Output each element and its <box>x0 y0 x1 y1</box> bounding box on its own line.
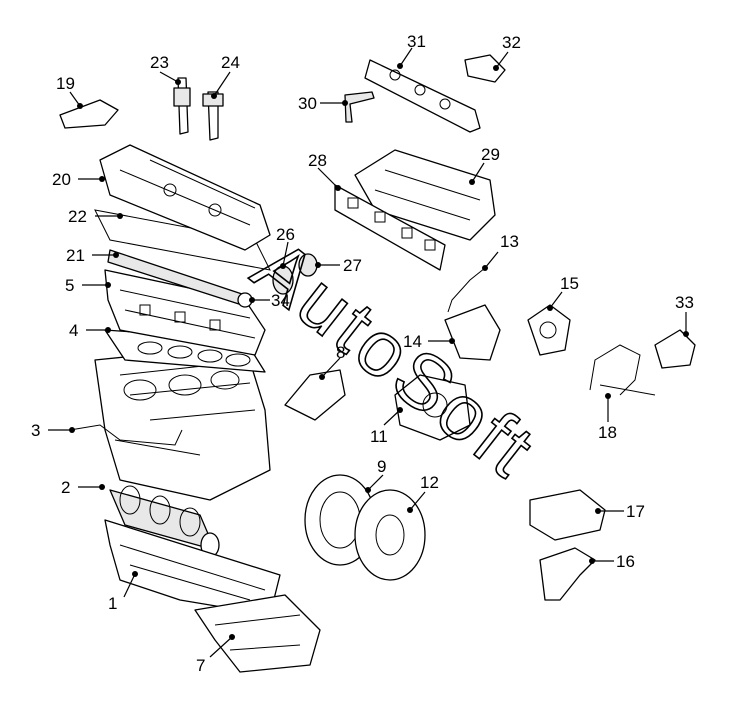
callout-label: 19 <box>56 74 75 93</box>
callout-label: 16 <box>616 552 635 571</box>
callout-label: 8 <box>336 343 345 362</box>
pressure-regulator <box>464 54 506 83</box>
callout-label: 14 <box>403 332 422 351</box>
watermark-text: AutoSoft <box>238 222 553 495</box>
engine-mount-upper <box>529 489 606 541</box>
valve-cover <box>99 144 271 251</box>
callout-9: 9 <box>365 457 386 493</box>
callout-8: 8 <box>319 343 345 380</box>
callout-19: 19 <box>56 74 83 109</box>
callout-label: 33 <box>675 293 694 312</box>
callout-label: 29 <box>481 145 500 164</box>
callout-34: 34 <box>249 291 290 310</box>
callout-label: 30 <box>298 94 317 113</box>
callout-label: 24 <box>221 53 240 72</box>
callout-label: 17 <box>626 502 645 521</box>
callout-15: 15 <box>547 274 579 311</box>
callout-label: 5 <box>65 276 74 295</box>
callout-1: 1 <box>108 571 138 613</box>
water-outlet <box>284 369 346 421</box>
engine-mount-lower <box>539 547 596 601</box>
callout-label: 22 <box>68 207 87 226</box>
dipstick-tube <box>69 424 183 446</box>
callout-label: 13 <box>500 232 519 251</box>
callout-label: 32 <box>502 33 521 52</box>
callout-32: 32 <box>493 33 521 71</box>
callout-label: 34 <box>271 291 290 310</box>
callout-3: 3 <box>31 421 75 440</box>
callout-28: 28 <box>308 151 341 191</box>
callout-label: 21 <box>66 246 85 265</box>
fuel-rail <box>364 59 481 133</box>
camshaft <box>107 249 253 308</box>
callout-30: 30 <box>298 94 348 113</box>
oil-sump <box>104 519 281 616</box>
callout-label: 15 <box>560 274 579 293</box>
callout-label: 27 <box>343 256 362 275</box>
callout-label: 9 <box>377 457 386 476</box>
callout-label: 12 <box>420 473 439 492</box>
callout-23: 23 <box>150 53 181 85</box>
intake-gasket <box>334 184 446 271</box>
callout-11: 11 <box>370 407 403 446</box>
callout-label: 3 <box>31 421 40 440</box>
callout-13: 13 <box>482 232 519 271</box>
callout-12: 12 <box>407 473 439 513</box>
callout-33: 33 <box>675 293 694 337</box>
callout-20: 20 <box>52 170 105 189</box>
callout-26: 26 <box>276 225 295 269</box>
callout-label: 1 <box>108 594 117 613</box>
callout-31: 31 <box>397 32 426 69</box>
callout-18: 18 <box>598 393 617 442</box>
callout-label: 28 <box>308 151 327 170</box>
callout-label: 20 <box>52 170 71 189</box>
callout-24: 24 <box>211 53 240 99</box>
callout-label: 26 <box>276 225 295 244</box>
callout-label: 2 <box>61 478 70 497</box>
fuel-pipe <box>344 91 375 123</box>
injector <box>202 91 224 141</box>
callout-7: 7 <box>196 634 235 675</box>
callout-17: 17 <box>595 502 645 521</box>
callout-4: 4 <box>69 321 111 340</box>
sump-baffle <box>194 594 321 673</box>
callout-label: 18 <box>598 423 617 442</box>
callout-16: 16 <box>589 552 635 571</box>
callout-label: 31 <box>407 32 426 51</box>
water-hose <box>447 267 486 313</box>
callout-2: 2 <box>61 478 105 497</box>
egr-valve <box>527 304 571 356</box>
crankshaft <box>109 485 220 558</box>
callout-21: 21 <box>66 246 119 265</box>
egr-cooler <box>654 329 696 369</box>
coolant-pipe <box>589 344 656 396</box>
clutch-disc <box>354 489 426 581</box>
callout-label: 7 <box>196 656 205 675</box>
callout-27: 27 <box>315 256 362 275</box>
intake-manifold <box>354 149 496 241</box>
callout-label: 4 <box>69 321 78 340</box>
callout-29: 29 <box>469 145 500 185</box>
callout-label: 11 <box>370 427 388 446</box>
rocker-arm <box>59 99 119 129</box>
glow-plug <box>173 77 191 135</box>
callout-label: 23 <box>150 53 169 72</box>
callout-22: 22 <box>68 207 123 226</box>
water-pump-housing <box>394 374 471 441</box>
callout-5: 5 <box>65 276 111 295</box>
thermostat-housing <box>444 304 501 361</box>
callout-14: 14 <box>403 332 455 351</box>
